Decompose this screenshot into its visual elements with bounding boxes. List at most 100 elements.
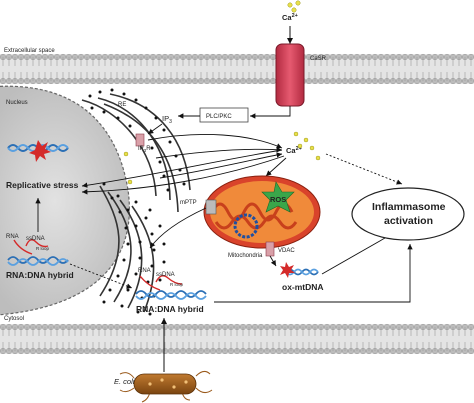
ribosome-dot	[148, 208, 152, 212]
inflammasome-ellipse	[351, 187, 465, 241]
ribosome-dot	[120, 304, 124, 308]
ribosome-dot	[102, 110, 106, 114]
rloop-cyt-label: R loop	[170, 282, 184, 287]
ca-ext-dots	[287, 0, 301, 13]
ribosome-dot	[158, 160, 162, 164]
ribosome-dot	[148, 312, 152, 316]
ribosome-dot	[134, 200, 138, 204]
replicative-stress-label: Replicative stress	[6, 180, 79, 190]
ribosome-dot	[144, 216, 148, 220]
ssdna-cyt-label: ssDNA	[156, 272, 175, 278]
ribosome-dot	[158, 224, 162, 228]
ribosome-dot	[154, 116, 158, 120]
ribosome-dot	[122, 92, 126, 96]
rna-dna-hybrid-nuc-label: RNA:DNA hybrid	[6, 270, 74, 280]
ribosome-dot	[116, 194, 120, 198]
ribosome-dot	[152, 248, 156, 252]
ribosome-dot	[122, 258, 126, 262]
ribosome-dot	[162, 174, 166, 178]
ribosome-dot	[134, 98, 138, 102]
ip3r-channel	[135, 133, 145, 147]
ros-star	[261, 181, 295, 213]
ribosome-dot	[138, 240, 142, 244]
mptp-label: mPTP	[180, 200, 197, 206]
ribosome-dot	[162, 242, 166, 246]
rloop-nuc-label: R loop	[36, 246, 50, 251]
ribosome-dot	[88, 94, 92, 98]
nucleus	[0, 85, 130, 316]
ribosome-dot	[150, 146, 154, 150]
ribosome-dot	[150, 232, 154, 236]
ssdna-nuc-label: ssDNA	[26, 236, 45, 242]
ribosome-dot	[144, 106, 148, 110]
ribosome-dot	[116, 116, 120, 120]
ip3r-label: IP3R	[138, 146, 151, 153]
ca-to-mito-arrow	[265, 157, 287, 177]
ribosome-dot	[134, 272, 138, 276]
top-membrane	[0, 54, 474, 84]
casr-to-plc-arrow	[250, 106, 291, 119]
extracellular-space-label: Extracellular space	[4, 48, 55, 54]
mptp-pore	[205, 199, 217, 215]
ribosome-dot	[168, 140, 172, 144]
ribosome-dot	[102, 182, 106, 186]
bottom-membrane	[0, 324, 474, 355]
ribosome-dot	[158, 278, 162, 282]
ip3-to-receptor-arrow	[147, 123, 163, 135]
ribosome-dot	[128, 124, 132, 128]
ribosome-dot	[162, 128, 166, 132]
nucleus-label: Nucleus	[6, 100, 28, 106]
ribosome-dot	[166, 188, 170, 192]
plc-pkc-box	[199, 107, 249, 123]
ribosome-dot	[126, 242, 130, 246]
ca-int-dots	[123, 131, 321, 205]
mitochondria-label: Mitochondria	[228, 253, 263, 259]
mtdna-to-inflammasome-arrow	[321, 233, 393, 275]
ribosome-dot	[134, 224, 138, 228]
casr-receptor	[275, 43, 305, 107]
casr-label: CaSR	[310, 56, 327, 62]
rna-cyt-label: RNA	[138, 268, 151, 274]
ribosome-dot	[118, 210, 122, 214]
er-to-ca-arrows	[147, 134, 283, 179]
ca-ext-label: Ca2+	[282, 13, 298, 22]
nuclear-rloop	[7, 239, 69, 266]
mptp-arrow	[149, 207, 207, 249]
ribosome-dot	[162, 260, 166, 264]
ca-to-stress-arrows	[81, 149, 285, 195]
ribosome-dot	[110, 88, 114, 92]
ribosome-dot	[108, 288, 112, 292]
ribosome-dot	[102, 300, 106, 304]
ribosome-dot	[116, 274, 120, 278]
ca-int-label: Ca2+	[286, 146, 302, 155]
ribosome-dot	[98, 90, 102, 94]
ros-label: ROS	[270, 195, 286, 204]
ribosome-dot	[90, 106, 94, 110]
plc-pkc-label: PLC/PKC	[206, 114, 232, 120]
ribosome-dot	[124, 226, 128, 230]
nuclear-dna-damage	[7, 140, 69, 162]
ribosome-dot	[138, 256, 142, 260]
ribosome-dot	[182, 182, 186, 186]
ox-mtdna	[280, 262, 319, 278]
re-label: RE	[118, 102, 126, 108]
ox-mtdna-label: ox-mtDNA	[282, 282, 324, 292]
ribosome-dot	[136, 310, 140, 314]
inflammasome-line1: Inflammasome	[372, 201, 446, 213]
ribosome-dot	[110, 196, 114, 200]
vdac-arrow	[269, 255, 277, 267]
ca-to-inflammasome-dotted-arrow	[325, 153, 403, 185]
rna-nuc-label: RNA	[6, 234, 19, 240]
ecoli-bacterium	[119, 370, 213, 403]
rna-dna-hybrid-cyt-label: RNA:DNA hybrid	[136, 304, 204, 314]
ribosome-dot	[126, 208, 130, 212]
inflammasome-line2: activation	[384, 215, 433, 227]
cytosolic-rloop	[135, 275, 207, 300]
ribosome-dot	[126, 288, 130, 292]
er-ribosomes	[88, 88, 186, 316]
ribosome-dot	[150, 264, 154, 268]
ecoli-label: E. coli	[114, 377, 135, 386]
cytosol-label: Cytosol	[4, 316, 24, 322]
